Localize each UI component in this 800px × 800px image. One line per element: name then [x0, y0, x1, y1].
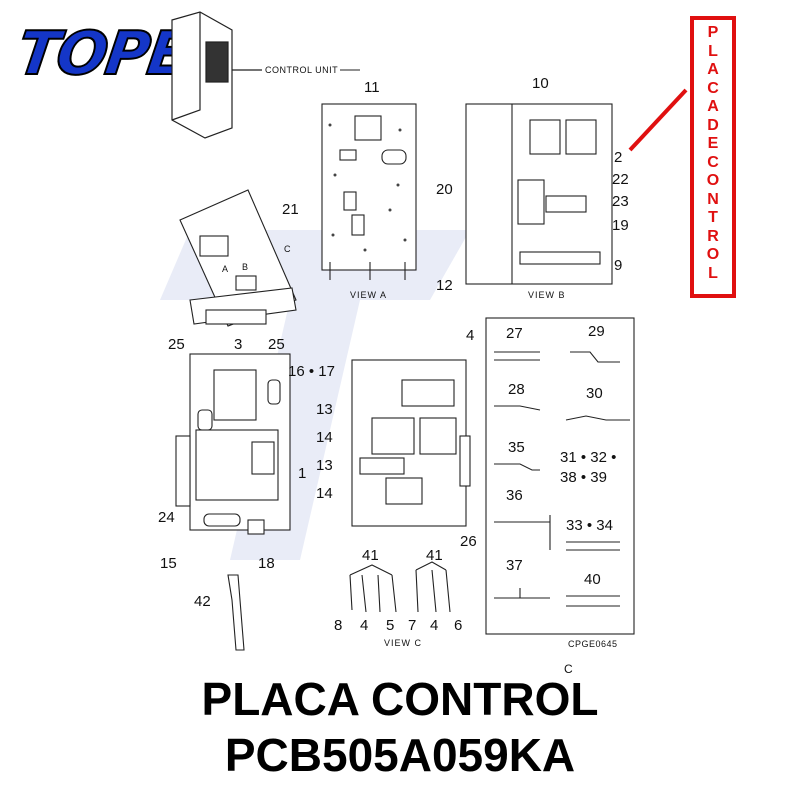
callout: 25 — [268, 336, 285, 353]
callout: 14 — [316, 429, 333, 446]
callout: 40 — [584, 571, 601, 588]
banner-letter: L — [708, 264, 718, 282]
callout: 41 — [426, 547, 443, 564]
banner-letter: N — [707, 190, 719, 208]
callout: 22 — [612, 171, 629, 188]
callout: 16 • 17 — [288, 363, 335, 380]
callout: 15 — [160, 555, 177, 572]
callout: 13 — [316, 457, 333, 474]
product-title: PLACA CONTROL — [201, 673, 599, 725]
banner-letter: T — [708, 209, 718, 226]
part-42-shape — [227, 574, 245, 651]
placa-de-control-banner-frame — [690, 16, 736, 298]
banner-letter: C — [707, 79, 719, 97]
callout: 1 — [298, 465, 306, 482]
view-a-label: VIEW A — [350, 290, 387, 300]
callout: 23 — [612, 193, 629, 210]
view-b-label: VIEW B — [528, 290, 566, 300]
callout: 28 — [508, 381, 525, 398]
product-part-number: PCB505A059KA — [224, 729, 576, 781]
callout: 2 — [614, 149, 622, 166]
arrow-b-label: B — [242, 262, 249, 272]
view-c-label: VIEW C — [384, 638, 422, 648]
arrow-c-label: C — [284, 244, 291, 254]
callout: 9 — [614, 257, 622, 274]
callout: 5 — [386, 617, 394, 634]
watermark-shape — [160, 230, 470, 560]
banner-leader-line — [628, 88, 688, 152]
callout: 4 — [360, 617, 368, 634]
banner-letter: A — [707, 61, 719, 78]
callout-numbers: 11 21 10 2 22 20 23 19 9 12 25 3 25 16 •… — [158, 75, 629, 634]
control-unit-cabinet — [171, 11, 262, 139]
callout: 35 — [508, 439, 525, 456]
callout: 21 — [282, 201, 299, 218]
banner-letter: P — [707, 24, 719, 41]
callout: 10 — [532, 75, 549, 92]
callout: 19 — [612, 217, 629, 234]
view-b-board — [465, 103, 613, 285]
callout: 24 — [158, 509, 175, 526]
callout: 30 — [586, 385, 603, 402]
perspective-unit — [179, 189, 297, 327]
callout: 11 — [364, 79, 380, 96]
callout: 18 — [258, 555, 275, 572]
callout: 33 • 34 — [566, 517, 613, 534]
cable-panel — [485, 317, 635, 635]
callout: 4 — [466, 327, 474, 344]
callout: 31 • 32 • — [560, 449, 616, 466]
callout: 42 — [194, 593, 211, 610]
callout: 20 — [436, 181, 453, 198]
title-superscript-mark: C — [564, 662, 573, 676]
lower-left-assembly — [175, 353, 291, 535]
callout: 41 — [362, 547, 379, 564]
diagram-code: CPGE0645 — [568, 639, 618, 649]
callout: 36 — [506, 487, 523, 504]
callout: 6 — [454, 617, 462, 634]
callout: 29 — [588, 323, 605, 340]
view-a-board — [321, 103, 417, 280]
callout: 38 • 39 — [560, 469, 607, 486]
banner-letter: D — [707, 116, 719, 134]
callout: 14 — [316, 485, 333, 502]
callout: 3 — [234, 336, 242, 353]
parts-diagram: CONTROL UNIT VIEW A VIEW B A B — [158, 11, 688, 651]
callout: 4 — [430, 617, 438, 634]
callout: 12 — [436, 277, 453, 294]
cable-drawings — [494, 351, 630, 607]
control-unit-label: CONTROL UNIT — [265, 65, 338, 75]
callout: 13 — [316, 401, 333, 418]
callout: 7 — [408, 617, 416, 634]
banner-letter: A — [707, 98, 719, 115]
banner-letter: C — [707, 153, 719, 171]
banner-letter: O — [706, 172, 720, 189]
callout: 26 — [460, 533, 477, 550]
callout: 25 — [168, 336, 185, 353]
view-c-assembly — [349, 359, 471, 613]
callout: 37 — [506, 557, 523, 574]
banner-letter: O — [706, 246, 720, 263]
callout: 8 — [334, 617, 342, 634]
banner-letter: E — [707, 135, 719, 152]
arrow-a-label: A — [222, 264, 229, 274]
banner-letter: L — [708, 42, 718, 60]
banner-letter: R — [707, 227, 719, 245]
callout: 27 — [506, 325, 523, 342]
